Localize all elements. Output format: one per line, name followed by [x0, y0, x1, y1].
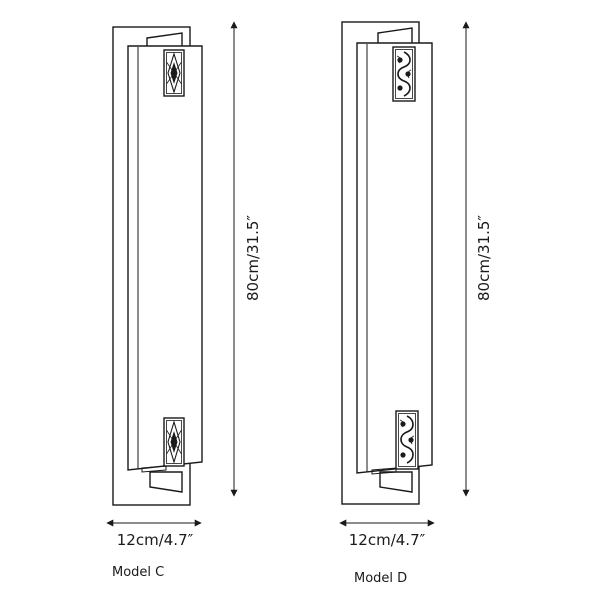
model-d-bottom-ornament-icon [395, 410, 419, 470]
model-d-lamp-body [356, 42, 433, 474]
model-c-name-label: Model C [112, 565, 164, 580]
model-c-width-label: 12cm/4.7″ [117, 531, 194, 549]
model-d-name-label: Model D [354, 571, 407, 586]
model-d-height-label: 80cm/31.5″ [475, 215, 493, 301]
model-c-bottom-bracket [149, 471, 183, 493]
model-c-height-label: 80cm/31.5″ [244, 215, 262, 301]
model-d-width-label: 12cm/4.7″ [349, 531, 426, 549]
model-c-lamp-body [127, 45, 203, 471]
model-d-drawing: 80cm/31.5″ 12cm/4.7″ Model D [339, 21, 493, 586]
model-c-drawing: 80cm/31.5″ 12cm/4.7″ Model C [106, 21, 262, 580]
model-d-bottom-bracket [379, 471, 413, 493]
model-c-bottom-ornament-icon [163, 417, 185, 467]
model-c-top-ornament-icon [163, 49, 185, 97]
model-d-top-ornament-icon [392, 46, 416, 102]
